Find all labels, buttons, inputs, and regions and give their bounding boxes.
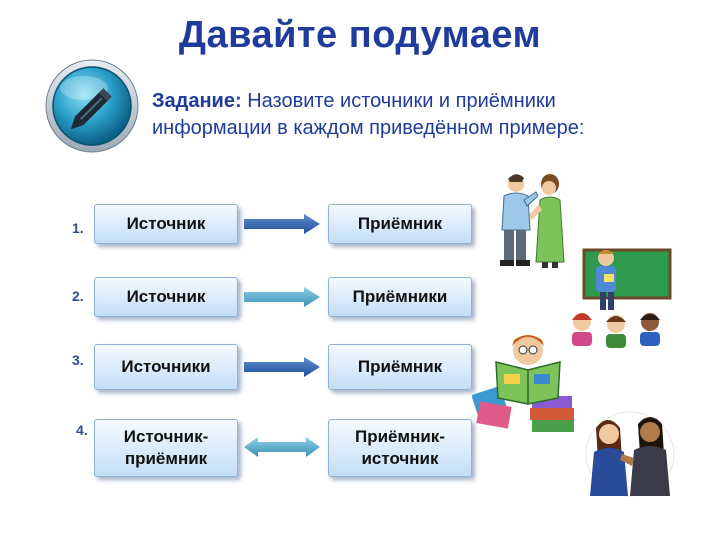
source-box-4: Источник- приёмник <box>94 419 238 477</box>
arrow-both-icon <box>244 437 320 457</box>
task-body: Назовите источники и приёмники информаци… <box>152 90 585 139</box>
row-number-4: 4. <box>76 422 88 438</box>
teacher-class-picture <box>572 248 672 348</box>
page-title: Давайте подумаем <box>178 14 542 56</box>
reader-magazines-picture <box>472 335 574 432</box>
arrow-right-icon <box>244 214 320 234</box>
talking-people-picture <box>500 174 565 268</box>
row-number-3: 3. <box>72 352 84 368</box>
row-number-2: 2. <box>72 288 84 304</box>
source-box-3: Источники <box>94 344 238 390</box>
source-box-1: Источник <box>94 204 238 244</box>
arrow-right-icon <box>244 287 320 307</box>
pencil-badge-icon <box>45 59 139 153</box>
receiver-box-3: Приёмник <box>328 344 472 390</box>
arrow-right-icon <box>244 357 320 377</box>
task-text: Задание: Назовите источники и приёмники … <box>152 88 672 142</box>
row-number-1: 1. <box>72 220 84 236</box>
receiver-box-2: Приёмники <box>328 277 472 317</box>
source-box-2: Источник <box>94 277 238 317</box>
two-girls-talking-picture <box>585 411 675 497</box>
task-label: Задание: <box>152 90 242 112</box>
receiver-box-4: Приёмник- источник <box>328 419 472 477</box>
receiver-box-1: Приёмник <box>328 204 472 244</box>
